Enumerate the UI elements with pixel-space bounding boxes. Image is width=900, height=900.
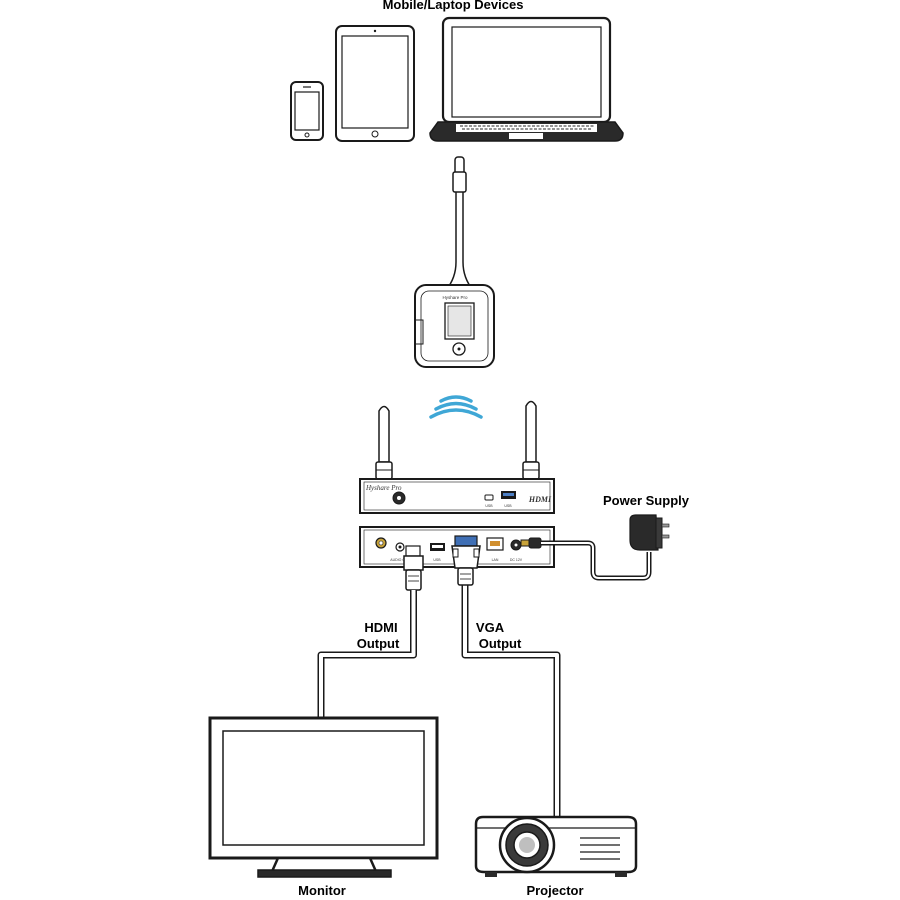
rear-audio-label: AUDIO OUT: [390, 558, 410, 562]
hdmi-logo-text: HDMI: [528, 495, 552, 504]
power-supply-label: Power Supply: [603, 493, 690, 508]
hdmi-output-label-line2: Output: [357, 636, 400, 651]
hdmi-cable: [319, 590, 416, 718]
projector-icon: [474, 815, 638, 877]
vga-cable: [463, 585, 559, 818]
antenna-right: [522, 400, 540, 480]
front-usb2-label: USB: [504, 504, 512, 508]
monitor-label: Monitor: [298, 883, 346, 898]
power-cable: [541, 542, 650, 579]
projector-label: Projector: [526, 883, 583, 898]
rear-dc-label: DC 12V: [510, 558, 523, 562]
front-usb-label: USB: [485, 504, 493, 508]
devices-label: Mobile/Laptop Devices: [383, 0, 524, 12]
receiver-front-panel: Hyshare Pro USB USB HDMI: [359, 478, 555, 514]
power-plug: [520, 537, 542, 549]
smartphone-icon: [290, 81, 324, 141]
vga-output-label-line2: Output: [479, 636, 522, 651]
receiver-brand-text: Hyshare Pro: [365, 484, 402, 492]
laptop-icon: [429, 16, 624, 142]
power-adapter-icon: [629, 514, 670, 551]
vga-output-label-line1: VGA: [476, 620, 505, 635]
rear-usb-label: USB: [433, 558, 441, 562]
antenna-left: [375, 405, 393, 480]
wireless-dongle-icon: Hyshare Pro: [414, 284, 495, 368]
monitor-icon: [208, 716, 439, 878]
dongle-brand-text: Hyshare Pro: [442, 295, 468, 300]
vga-connector: [451, 535, 481, 586]
tablet-icon: [335, 25, 415, 142]
rear-lan-label: LAN: [492, 558, 499, 562]
dongle-cable: [445, 156, 474, 291]
wifi-signal-icon: [429, 395, 483, 419]
hdmi-connector: [403, 545, 424, 591]
hdmi-output-label-line1: HDMI: [364, 620, 397, 635]
